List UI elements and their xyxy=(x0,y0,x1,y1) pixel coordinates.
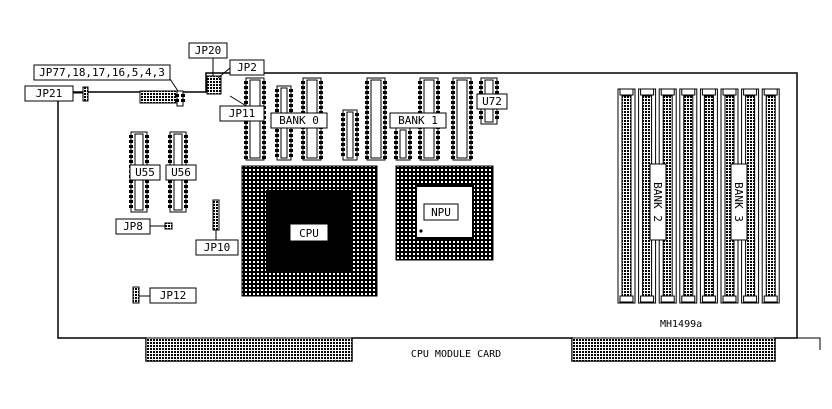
label-box-u72 xyxy=(476,93,508,110)
dip-chip-8 xyxy=(451,77,473,161)
jumper-block-jp8 xyxy=(164,222,173,230)
jumper-block-jp77 xyxy=(139,90,179,104)
jumper-block-jp12 xyxy=(132,286,140,304)
label-box-bank3 xyxy=(730,163,748,241)
label-jp12: JP12 xyxy=(160,289,187,302)
label-box-bank1 xyxy=(389,112,447,129)
leader-lines xyxy=(73,58,249,297)
dip-chip-12 xyxy=(175,90,185,107)
npu-pin1-mark xyxy=(419,229,423,233)
label-jp8: JP8 xyxy=(123,220,143,233)
npu-label-box xyxy=(423,203,459,221)
simm-socket-6 xyxy=(720,88,739,304)
simm-sockets xyxy=(617,88,780,304)
label-box-jp21 xyxy=(24,85,74,102)
simm-socket-5 xyxy=(699,88,718,304)
label-u72: U72 xyxy=(482,95,502,108)
simm-socket-3 xyxy=(658,88,677,304)
edge-connector-right xyxy=(571,337,776,362)
label-box-jp10 xyxy=(195,239,239,256)
dip-chip-4 xyxy=(341,109,359,161)
label-box-jp8 xyxy=(115,218,151,235)
label-u55: U55 xyxy=(135,166,155,179)
label-bank0: BANK 0 xyxy=(279,114,319,127)
jumper-block-jp20 xyxy=(206,75,222,95)
label-jp21: JP21 xyxy=(36,87,63,100)
label-box-u56 xyxy=(165,164,197,181)
simm-socket-8 xyxy=(761,88,780,304)
card-title: CPU MODULE CARD xyxy=(411,349,501,360)
label-u56: U56 xyxy=(171,166,191,179)
label-box-u55 xyxy=(129,164,161,181)
label-jp11: JP11 xyxy=(229,107,256,120)
label-jp77: JP77,18,17,16,5,4,3 xyxy=(39,66,165,79)
label-box-bank2 xyxy=(649,163,667,241)
edge-connector-left xyxy=(145,337,353,362)
dip-chip-6 xyxy=(394,127,412,161)
label-bank2: BANK 2 xyxy=(651,182,664,222)
board-corner-notch xyxy=(797,337,821,350)
cpu-label-box xyxy=(289,223,329,242)
figure-id: MH1499a xyxy=(660,319,702,330)
jumper-block-jp21 xyxy=(82,86,89,102)
jumper-block-jp10 xyxy=(212,199,220,231)
label-box-jp20 xyxy=(188,42,228,59)
dip-chip-5 xyxy=(365,77,387,161)
simm-socket-1 xyxy=(617,88,636,304)
label-bank1: BANK 1 xyxy=(398,114,438,127)
label-box-jp11 xyxy=(219,105,265,122)
label-bank3: BANK 3 xyxy=(732,182,745,222)
cpu-label: CPU xyxy=(299,227,319,240)
label-box-bank0 xyxy=(270,112,328,129)
label-box-jp2 xyxy=(229,59,265,76)
label-jp10: JP10 xyxy=(204,241,231,254)
label-jp2: JP2 xyxy=(237,61,257,74)
simm-socket-4 xyxy=(679,88,698,304)
npu-label: NPU xyxy=(431,206,451,219)
label-box-jp77 xyxy=(33,64,171,81)
label-box-jp12 xyxy=(149,287,197,304)
label-jp20: JP20 xyxy=(195,44,222,57)
